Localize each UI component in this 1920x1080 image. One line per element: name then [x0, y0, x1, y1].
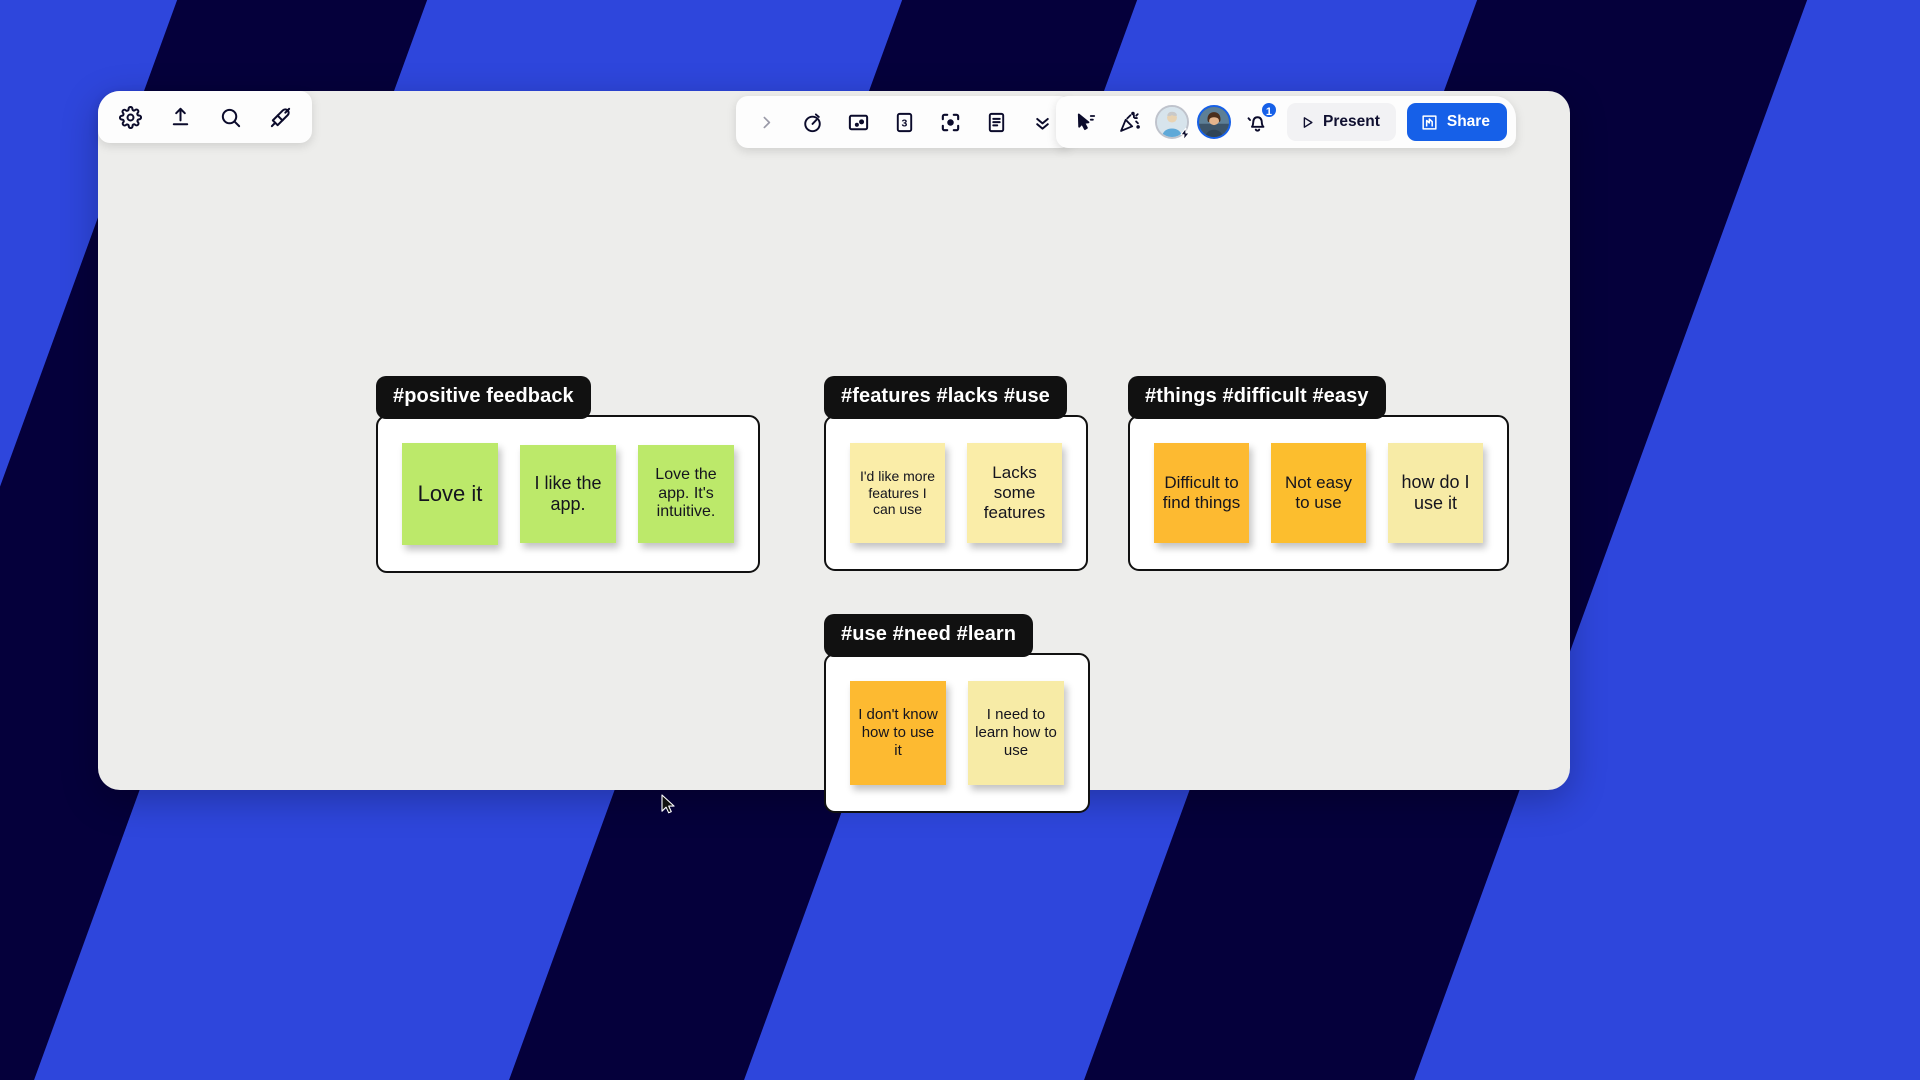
present-button[interactable]: Present: [1287, 103, 1396, 141]
timer-icon[interactable]: [792, 102, 832, 142]
notes-document-icon[interactable]: [976, 102, 1016, 142]
group-frame[interactable]: I'd like more features I can use Lacks s…: [824, 415, 1088, 571]
group-use-need-learn[interactable]: #use #need #learn I don't know how to us…: [824, 614, 1090, 813]
sticky-note-text: I like the app.: [534, 472, 602, 514]
sticky-note[interactable]: I'd like more features I can use: [850, 443, 945, 543]
group-things-difficult-easy[interactable]: #things #difficult #easy Difficult to fi…: [1128, 376, 1509, 571]
spotlight-frame-icon[interactable]: [930, 102, 970, 142]
sticky-note[interactable]: I need to learn how to use: [968, 681, 1064, 785]
miro-logo-icon: [1422, 114, 1437, 130]
sticky-note[interactable]: I don't know how to use it: [850, 681, 946, 785]
sticky-note[interactable]: how do I use it: [1388, 443, 1483, 543]
group-frame[interactable]: Love it I like the app. Love the app. It…: [376, 415, 760, 573]
sticky-note-text: Lacks some features: [983, 462, 1046, 523]
group-frame[interactable]: Difficult to find things Not easy to use…: [1128, 415, 1509, 571]
chevron-double-down-icon[interactable]: [1022, 102, 1062, 142]
group-tag-label[interactable]: #things #difficult #easy: [1128, 376, 1386, 419]
card-three-icon[interactable]: 3: [884, 102, 924, 142]
cursor-pointer-icon[interactable]: [1065, 102, 1105, 142]
chevron-right-icon[interactable]: [746, 102, 786, 142]
group-frame[interactable]: I don't know how to use it I need to lea…: [824, 653, 1090, 813]
sticky-note-text: I need to learn how to use: [975, 706, 1057, 759]
settings-gear-icon[interactable]: [110, 97, 150, 137]
sticky-note[interactable]: Love the app. It's intuitive.: [638, 445, 734, 543]
sticky-note-text: Love the app. It's intuitive.: [655, 465, 717, 521]
sticky-note[interactable]: Difficult to find things: [1154, 443, 1249, 543]
group-tag-label[interactable]: #positive feedback: [376, 376, 591, 419]
group-features-lacks-use[interactable]: #features #lacks #use I'd like more feat…: [824, 376, 1088, 571]
sticky-note[interactable]: I like the app.: [520, 445, 616, 543]
sticky-note[interactable]: Love it: [402, 443, 498, 545]
group-positive-feedback[interactable]: #positive feedback Love it I like the ap…: [376, 376, 760, 573]
mouse-cursor: [661, 794, 675, 814]
left-toolbar: [98, 91, 312, 143]
play-triangle-icon: [1303, 116, 1313, 128]
sticky-note-text: Difficult to find things: [1162, 472, 1241, 512]
present-button-label: Present: [1323, 113, 1380, 130]
avatar-user-1[interactable]: [1155, 105, 1190, 141]
notifications-bell-icon[interactable]: 1: [1237, 101, 1278, 142]
sticky-note-text: I'd like more features I can use: [859, 468, 936, 518]
share-button[interactable]: Share: [1406, 103, 1507, 141]
party-popper-icon[interactable]: [1109, 102, 1149, 142]
group-tag-label[interactable]: #use #need #learn: [824, 614, 1034, 657]
notification-badge: 1: [1259, 101, 1278, 119]
center-toolbar: 3: [736, 96, 1072, 148]
sticky-note-text: how do I use it: [1401, 471, 1470, 513]
lightning-bolt-icon: [1180, 127, 1190, 141]
sticky-note-text: Not easy to use: [1284, 472, 1353, 512]
search-icon[interactable]: [210, 97, 250, 137]
share-button-label: Share: [1446, 113, 1490, 130]
board-canvas[interactable]: 3: [98, 91, 1570, 814]
plug-integrations-icon[interactable]: [260, 97, 300, 137]
group-tag-label[interactable]: #features #lacks #use: [824, 376, 1067, 419]
sticky-note[interactable]: Lacks some features: [967, 443, 1062, 543]
sticky-note-text: I don't know how to use it: [858, 706, 938, 759]
right-toolbar: 1 Present Share: [1056, 96, 1516, 148]
voting-icon[interactable]: [838, 102, 878, 142]
sticky-note[interactable]: Not easy to use: [1271, 443, 1366, 543]
upload-icon[interactable]: [160, 97, 200, 137]
svg-text:3: 3: [901, 117, 907, 129]
sticky-note-text: Love it: [417, 481, 483, 507]
avatar-user-2[interactable]: [1197, 105, 1231, 139]
